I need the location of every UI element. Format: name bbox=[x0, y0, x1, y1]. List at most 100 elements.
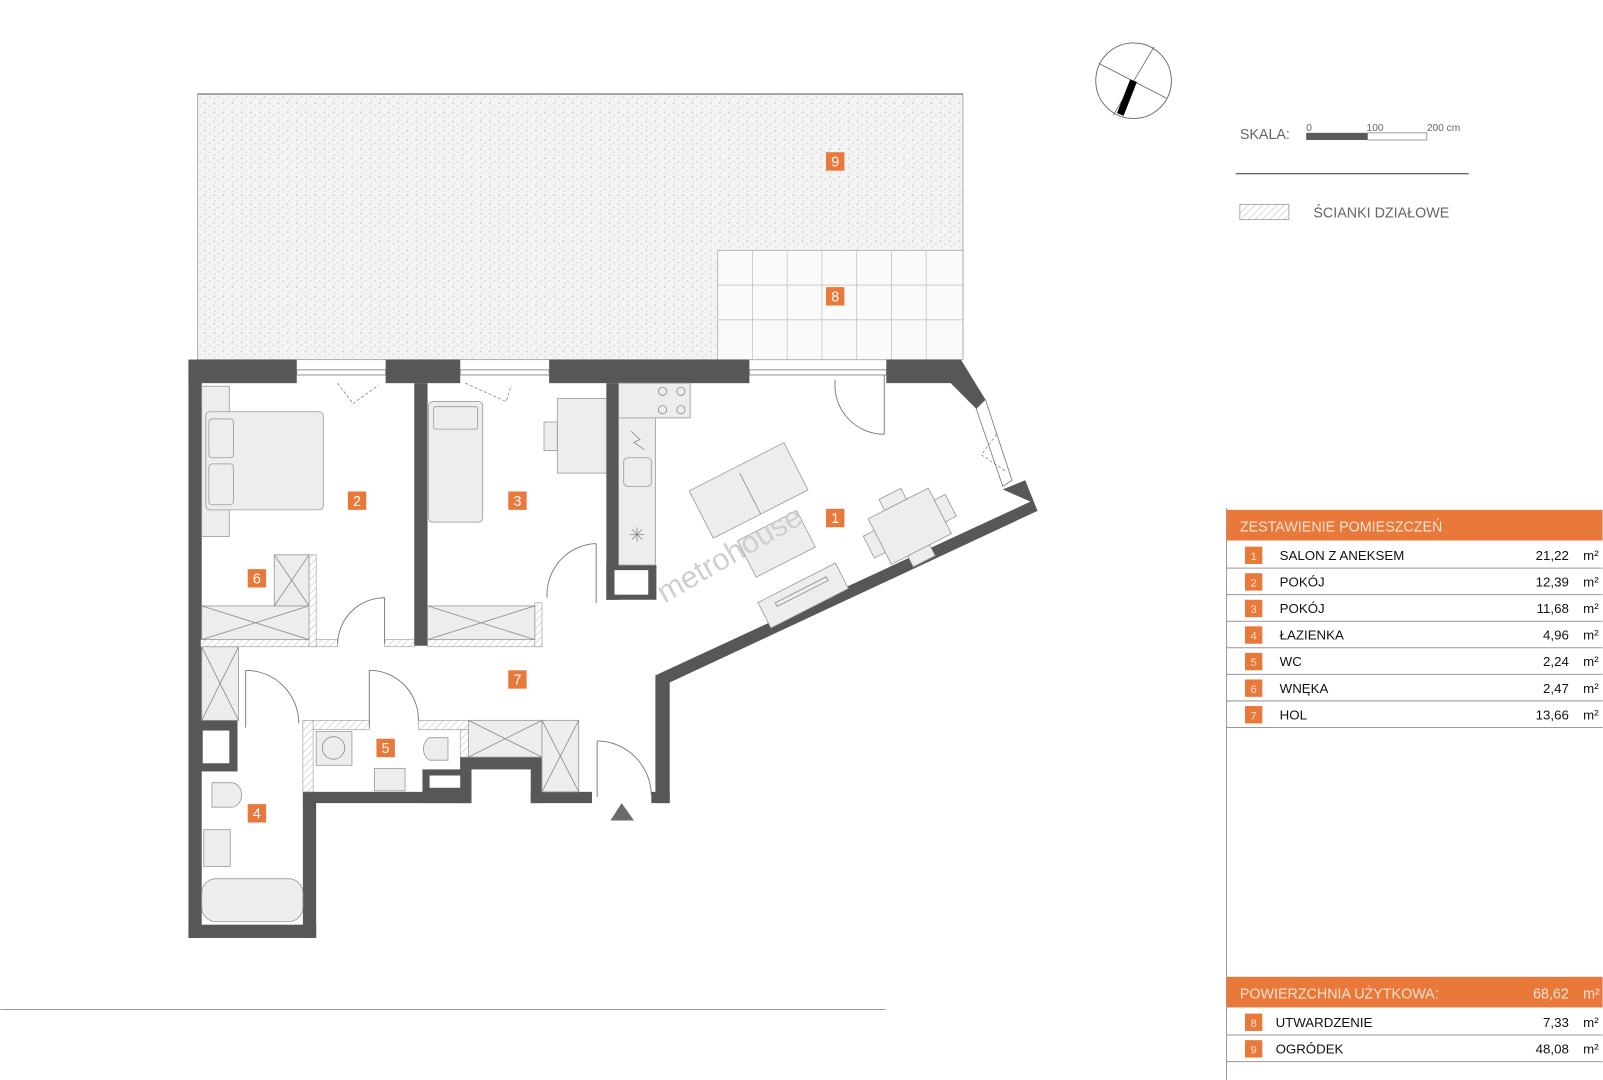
wc-washbasin bbox=[373, 767, 406, 792]
room-label-7: 7 bbox=[508, 670, 527, 689]
table-row: 8 UTWARDZENIE 7,33 m² bbox=[1226, 1013, 1603, 1036]
row-number: 6 bbox=[1251, 684, 1257, 696]
windows bbox=[296, 369, 1013, 487]
row-unit: m² bbox=[1583, 601, 1599, 616]
interior-walls bbox=[200, 383, 657, 772]
bathtub bbox=[201, 878, 304, 923]
partition-label: ŚCIANKI DZIAŁOWE bbox=[1313, 204, 1449, 222]
table-row: 4 ŁAZIENKA 4,96 m² bbox=[1226, 626, 1603, 649]
row-unit: m² bbox=[1583, 548, 1599, 563]
total-area-unit: m² bbox=[1583, 986, 1600, 1002]
row-area: 4,96 bbox=[1543, 628, 1569, 643]
row-number-box bbox=[1244, 679, 1263, 697]
room-label-box bbox=[826, 152, 845, 171]
partition-legend: ŚCIANKI DZIAŁOWE bbox=[1239, 203, 1449, 222]
scale-label: SKALA: bbox=[1240, 127, 1290, 143]
row-number: 5 bbox=[1251, 657, 1257, 669]
row-name: ŁAZIENKA bbox=[1280, 628, 1344, 643]
row-name: POKÓJ bbox=[1280, 574, 1325, 589]
scale-tick-200: 200 cm bbox=[1427, 123, 1460, 134]
row-number-box bbox=[1244, 652, 1263, 671]
row-name: OGRÓDEK bbox=[1276, 1041, 1344, 1056]
garden-area bbox=[197, 93, 964, 361]
room-label-3: 3 bbox=[508, 491, 527, 510]
room-label-box bbox=[376, 738, 395, 758]
row-unit: m² bbox=[1583, 654, 1599, 669]
row-unit: m² bbox=[1583, 628, 1599, 643]
row-name: SALON Z ANEKSEM bbox=[1280, 548, 1405, 563]
room-label-1: 1 bbox=[826, 508, 845, 528]
room-label-box bbox=[508, 670, 527, 689]
stove bbox=[618, 382, 691, 419]
rooms-table-title: ZESTAWIENIE POMIESZCZEŃ bbox=[1240, 518, 1443, 535]
room-label-4: 4 bbox=[247, 804, 267, 823]
room-label-box bbox=[247, 804, 267, 823]
room-label-number: 2 bbox=[353, 494, 361, 510]
row-number-box bbox=[1244, 546, 1263, 565]
table-row: 5 WC 2,24 m² bbox=[1226, 652, 1603, 675]
row-number-box bbox=[1244, 599, 1263, 618]
row-number: 9 bbox=[1251, 1044, 1257, 1056]
total-area-value: 68,62 bbox=[1533, 986, 1569, 1002]
kitchen-counter bbox=[618, 417, 656, 566]
row-number: 4 bbox=[1251, 631, 1257, 643]
row-number-box bbox=[1244, 626, 1263, 644]
row-number-box bbox=[1244, 1040, 1263, 1058]
table-row: 6 WNĘKA 2,47 m² bbox=[1226, 679, 1603, 702]
room-label-number: 5 bbox=[382, 741, 390, 757]
total-area-label: POWIERZCHNIA UŻYTKOWA: bbox=[1240, 984, 1439, 1002]
row-unit: m² bbox=[1583, 681, 1599, 696]
row-unit: m² bbox=[1583, 574, 1599, 589]
scale-bar: SKALA: 0 100 200 cm bbox=[1240, 123, 1460, 143]
scale-tick-0: 0 bbox=[1306, 123, 1312, 134]
partition-walls bbox=[200, 554, 543, 793]
row-name: WNĘKA bbox=[1280, 681, 1329, 696]
row-number-box bbox=[1244, 706, 1263, 724]
total-area-header bbox=[1226, 976, 1603, 1008]
chair bbox=[543, 421, 558, 452]
doors bbox=[245, 374, 885, 797]
row-unit: m² bbox=[1583, 1015, 1599, 1030]
room-label-number: 7 bbox=[513, 673, 521, 689]
double-bed bbox=[205, 411, 324, 511]
row-number-box bbox=[1244, 573, 1263, 591]
desk bbox=[556, 398, 607, 474]
partition-swatch bbox=[1239, 203, 1290, 221]
tv-stand bbox=[757, 562, 849, 629]
row-number: 3 bbox=[1251, 604, 1257, 616]
entrance-marker-icon bbox=[610, 803, 634, 821]
bath-washbasin bbox=[203, 829, 231, 867]
room-label-number: 9 bbox=[831, 155, 839, 171]
row-name: POKÓJ bbox=[1280, 601, 1325, 616]
room-label-box bbox=[347, 491, 367, 510]
room-label-5: 5 bbox=[376, 738, 395, 758]
row-name: WC bbox=[1280, 654, 1303, 669]
row-number-box bbox=[1244, 1013, 1263, 1031]
row-unit: m² bbox=[1583, 1041, 1599, 1056]
compass-icon bbox=[1095, 42, 1172, 119]
row-name: HOL bbox=[1280, 707, 1307, 722]
furniture bbox=[201, 382, 957, 923]
row-area: 7,33 bbox=[1543, 1015, 1569, 1030]
single-bed bbox=[428, 401, 484, 523]
room-label-box bbox=[826, 287, 845, 306]
row-number: 2 bbox=[1251, 577, 1257, 589]
row-name: UTWARDZENIE bbox=[1276, 1015, 1373, 1030]
room-label-box bbox=[247, 569, 267, 588]
rooms-table-header bbox=[1226, 509, 1603, 541]
row-unit: m² bbox=[1583, 707, 1599, 722]
row-area: 2,24 bbox=[1543, 654, 1569, 669]
room-label-number: 4 bbox=[253, 806, 261, 822]
room-label-box bbox=[508, 491, 527, 510]
row-number: 8 bbox=[1251, 1018, 1257, 1030]
scale-tick-100: 100 bbox=[1367, 123, 1384, 134]
row-area: 2,47 bbox=[1543, 681, 1569, 696]
room-label-8: 8 bbox=[826, 287, 845, 306]
